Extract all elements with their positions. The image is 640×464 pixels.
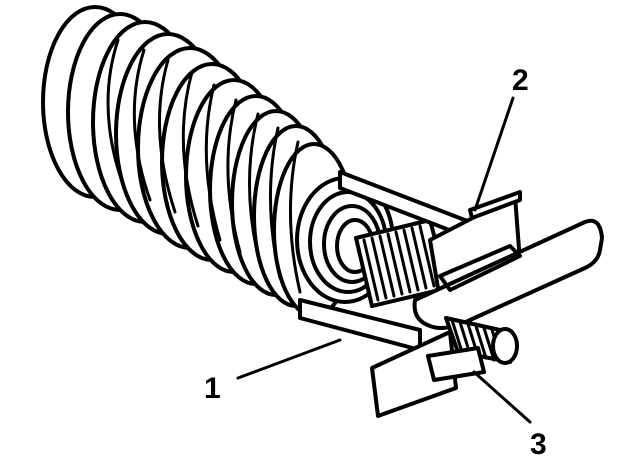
leader-line-3 (472, 370, 532, 424)
leader-lines (236, 96, 532, 424)
callout-2: 2 (512, 64, 529, 97)
puller-yoke (412, 218, 604, 330)
forcing-screw (426, 316, 519, 382)
callout-1: 1 (204, 372, 221, 405)
callout-3: 3 (530, 428, 547, 461)
leader-line-2 (473, 96, 515, 212)
leader-line-1 (236, 338, 342, 380)
